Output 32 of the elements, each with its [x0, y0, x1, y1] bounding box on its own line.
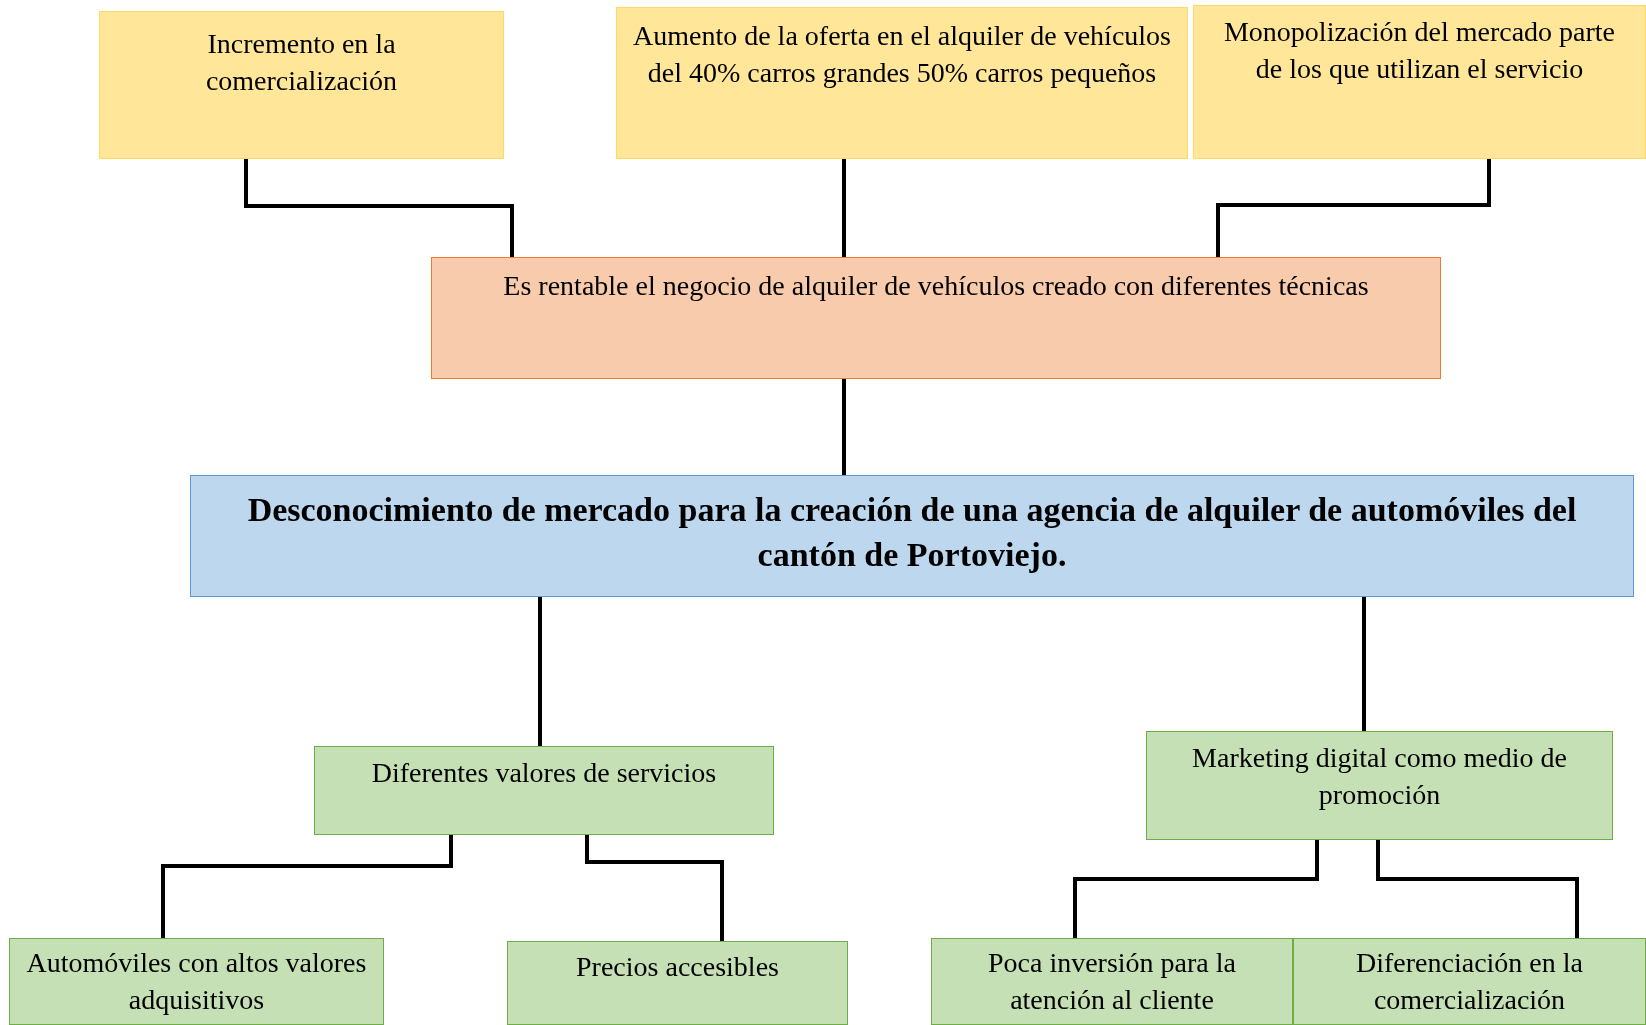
connector-line	[1216, 159, 1491, 257]
node-text: Marketing digital como medio de promoción	[1191, 741, 1568, 812]
text-box	[431, 257, 1441, 379]
connector-line	[842, 379, 846, 475]
connector-line	[1362, 597, 1366, 731]
node-text: Precios accesibles	[575, 950, 780, 984]
text-box	[190, 475, 1634, 597]
connector-line	[538, 597, 542, 746]
connector-line	[1376, 840, 1579, 938]
node-text: Monopolización del mercado parte de los que utilizan el servicio	[1222, 15, 1617, 86]
text-box	[99, 11, 504, 159]
node-text: Automóviles con altos valores adquisitivos	[25, 946, 368, 1017]
node-text: Diferenciación en la comercialización	[1355, 946, 1584, 1017]
node-text: Aumento de la oferta en el alquiler de vehículos del 40% carros grandes 50% carros pequeños	[632, 19, 1172, 90]
node-text: Poca inversión para la atención al cliente	[987, 946, 1237, 1017]
node-text: Desconocimiento de mercado para la creación de una agencia de alquiler de automóviles del cantón de Portoviejo.	[246, 490, 1578, 575]
text-box	[931, 938, 1293, 1025]
connector-line	[1073, 840, 1319, 938]
node-text: Diferentes valores de servicios	[370, 756, 718, 790]
node-text: Incremento en la comercialización	[204, 27, 399, 98]
text-box	[9, 938, 384, 1025]
text-box	[1193, 5, 1646, 159]
text-box	[507, 941, 848, 1025]
connector-line	[585, 835, 724, 941]
text-box	[616, 7, 1188, 159]
text-box	[314, 746, 774, 835]
node-text: Es rentable el negocio de alquiler de vehículos creado con diferentes técnicas	[502, 269, 1370, 303]
text-box	[1293, 938, 1646, 1025]
connector-line	[161, 835, 453, 938]
connector-line	[244, 159, 514, 257]
connector-line	[842, 159, 846, 257]
text-box	[1146, 731, 1613, 840]
